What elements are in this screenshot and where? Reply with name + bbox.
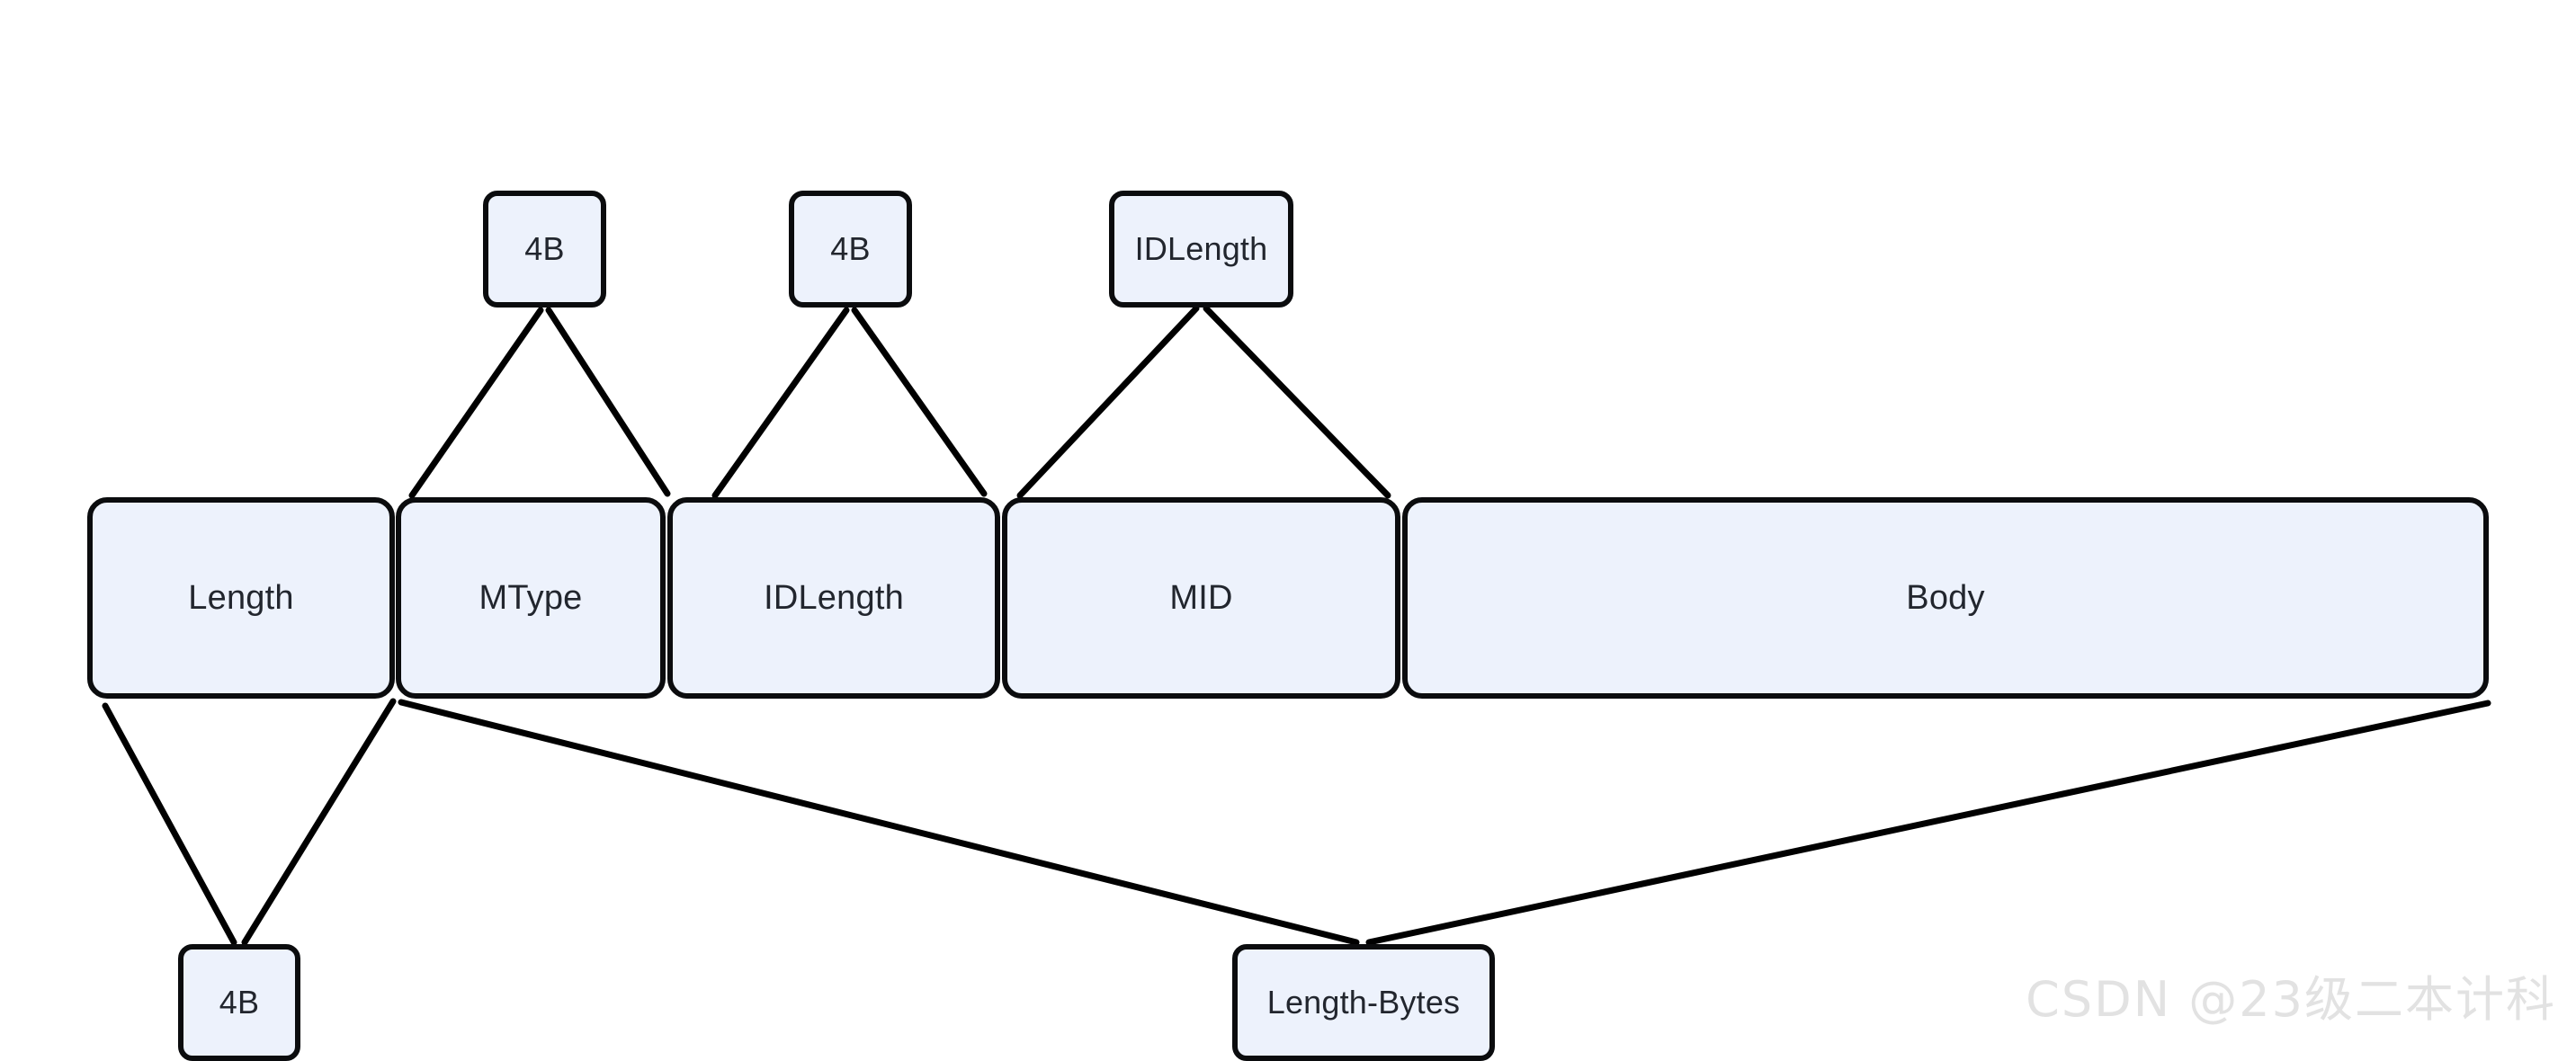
annotation-bottom-length-size[interactable]: 4B (178, 944, 300, 1061)
edge-mtype-size-to-mtype-left (408, 307, 544, 499)
frame-field-length[interactable]: Length (87, 497, 395, 699)
watermark-text: CSDN @23级二本计科 (2026, 971, 2556, 1028)
annotation-top-idlength-size[interactable]: 4B (789, 191, 912, 308)
edge-mid-size-to-mid-right (1203, 305, 1391, 499)
frame-field-body[interactable]: Body (1402, 497, 2489, 699)
edge-length-right-to-length-size (241, 698, 397, 946)
edge-idlength-size-to-idl-right (851, 307, 988, 497)
edge-body-to-body-size (1365, 700, 2491, 946)
annotation-top-mid-size[interactable]: IDLength (1109, 191, 1293, 308)
annotation-bottom-body-size[interactable]: Length-Bytes (1232, 944, 1495, 1061)
edge-mtype-to-body-size (398, 699, 1360, 946)
frame-field-mtype[interactable]: MType (396, 497, 666, 699)
frame-field-idlength[interactable]: IDLength (667, 497, 1000, 699)
edge-mtype-size-to-mtype-right (545, 307, 671, 497)
edge-length-left-to-length-size (102, 702, 237, 946)
edge-mid-size-to-mid-left (1016, 305, 1200, 499)
frame-field-mid[interactable]: MID (1002, 497, 1400, 699)
annotation-top-mtype-size[interactable]: 4B (483, 191, 606, 308)
edge-idlength-size-to-idl-left (711, 307, 850, 499)
